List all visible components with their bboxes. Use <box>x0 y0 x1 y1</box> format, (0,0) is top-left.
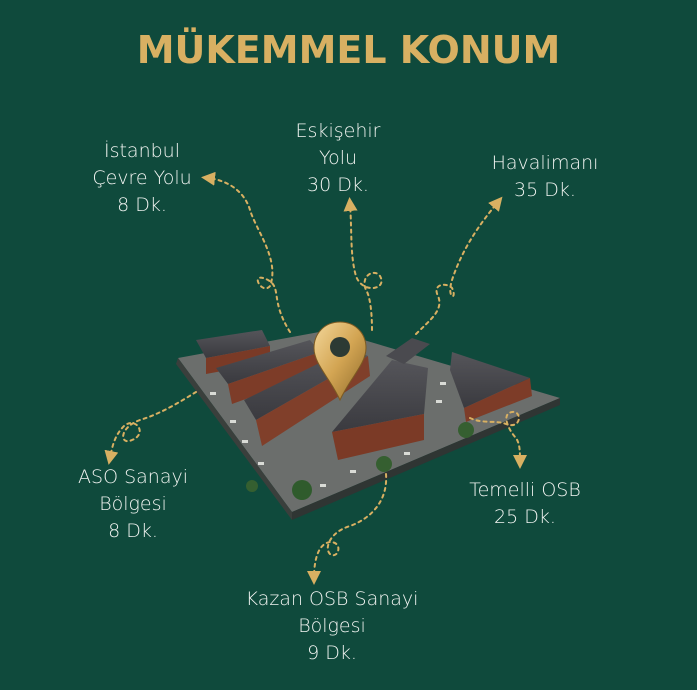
location-aso-name-2: Bölgesi <box>99 493 167 515</box>
location-eskisehir: Eskişehir Yolu 30 Dk. <box>268 118 408 199</box>
location-eskisehir-name: Eskişehir <box>295 120 381 142</box>
location-temelli: Temelli OSB 25 Dk. <box>450 477 600 531</box>
route-havalimani-arrow-icon <box>415 196 503 335</box>
route-kazan-arrow-icon <box>307 473 388 585</box>
page-title: MÜKEMMEL KONUM <box>136 28 561 72</box>
factory-buildings <box>196 330 532 500</box>
location-havalimani-time: 35 Dk. <box>514 179 576 201</box>
location-eskisehir-time: 30 Dk. <box>307 174 369 196</box>
dotted-routes <box>104 171 527 585</box>
route-temelli-arrow-icon <box>469 410 527 469</box>
location-istanbul-time: 8 Dk. <box>117 194 167 216</box>
location-eskisehir-name-2: Yolu <box>318 147 358 169</box>
route-istanbul-arrow-icon <box>201 171 291 333</box>
location-kazan-time: 9 Dk. <box>307 642 357 664</box>
location-kazan-name-2: Bölgesi <box>298 615 366 637</box>
location-aso: ASO Sanayi Bölgesi 8 Dk. <box>58 464 208 545</box>
location-pin-icon <box>313 321 367 402</box>
location-istanbul-name: İstanbul <box>103 140 181 162</box>
location-aso-name: ASO Sanayi <box>78 466 188 488</box>
location-istanbul: İstanbul Çevre Yolu 8 Dk. <box>62 138 222 219</box>
route-eskisehir-arrow-icon <box>343 197 383 331</box>
location-aso-time: 8 Dk. <box>108 520 158 542</box>
location-temelli-time: 25 Dk. <box>494 506 556 528</box>
location-kazan-name: Kazan OSB Sanayi <box>245 588 419 610</box>
location-kazan: Kazan OSB Sanayi Bölgesi 9 Dk. <box>224 586 440 667</box>
location-istanbul-name-2: Çevre Yolu <box>92 167 192 189</box>
location-havalimani-name: Havalimanı <box>491 152 599 174</box>
route-aso-arrow-icon <box>104 391 197 465</box>
location-havalimani: Havalimanı 35 Dk. <box>470 150 620 204</box>
location-temelli-name: Temelli OSB <box>469 479 581 501</box>
